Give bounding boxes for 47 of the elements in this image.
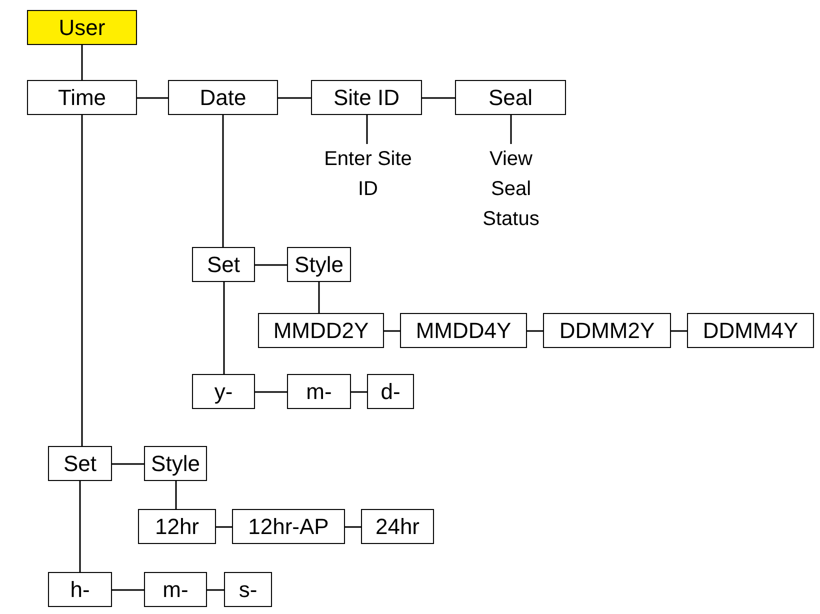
menu-box: DDMM4Y bbox=[687, 313, 814, 348]
connector-line bbox=[222, 115, 224, 247]
connector-line bbox=[207, 589, 224, 591]
connector-line bbox=[422, 97, 455, 99]
menu-box: d- bbox=[367, 374, 414, 409]
connector-line bbox=[137, 97, 168, 99]
menu-box: m- bbox=[144, 572, 207, 607]
menu-box: DDMM2Y bbox=[543, 313, 671, 348]
connector-line bbox=[366, 115, 368, 144]
menu-box: m- bbox=[287, 374, 351, 409]
menu-box: Date bbox=[168, 80, 278, 115]
menu-box: 12hr-AP bbox=[232, 509, 345, 544]
connector-line bbox=[175, 481, 177, 509]
menu-box: 12hr bbox=[138, 509, 216, 544]
menu-box: s- bbox=[224, 572, 272, 607]
menu-box: h- bbox=[48, 572, 112, 607]
connector-line bbox=[510, 115, 512, 144]
connector-line bbox=[527, 330, 543, 332]
menu-box: MMDD2Y bbox=[258, 313, 384, 348]
menu-box: Set bbox=[192, 247, 255, 282]
connector-line bbox=[216, 526, 232, 528]
connector-line bbox=[351, 391, 367, 393]
connector-line bbox=[112, 589, 144, 591]
connector-line bbox=[81, 45, 83, 80]
menu-box: Site ID bbox=[311, 80, 422, 115]
menu-note: Enter Site ID bbox=[322, 144, 414, 210]
connector-line bbox=[223, 282, 225, 374]
connector-line bbox=[384, 330, 400, 332]
menu-box: Style bbox=[287, 247, 351, 282]
connector-line bbox=[671, 330, 687, 332]
menu-box: y- bbox=[192, 374, 255, 409]
connector-line bbox=[79, 481, 81, 572]
connector-line bbox=[318, 282, 320, 313]
root-menu-box: User bbox=[27, 10, 137, 45]
connector-line bbox=[278, 97, 311, 99]
menu-box: Set bbox=[48, 446, 112, 481]
menu-box: 24hr bbox=[361, 509, 434, 544]
connector-line bbox=[112, 463, 144, 465]
menu-note: View Seal Status bbox=[470, 144, 552, 240]
menu-box: Seal bbox=[455, 80, 566, 115]
connector-line bbox=[345, 526, 361, 528]
connector-line bbox=[81, 115, 83, 446]
menu-box: Style bbox=[144, 446, 207, 481]
connector-line bbox=[255, 391, 287, 393]
connector-line bbox=[255, 264, 287, 266]
menu-box: Time bbox=[27, 80, 137, 115]
menu-box: MMDD4Y bbox=[400, 313, 527, 348]
